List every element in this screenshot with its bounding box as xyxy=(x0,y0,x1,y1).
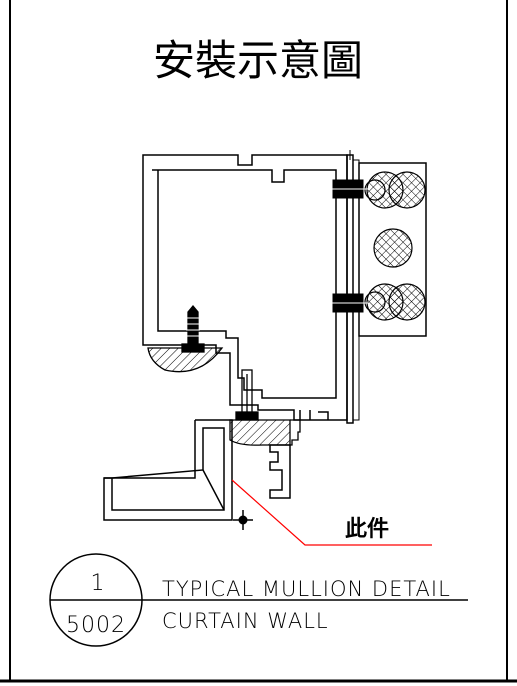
detail-tag: 1 5002 TYPICAL MULLION DETAIL CURTAIN WA… xyxy=(49,553,468,647)
callout-leader xyxy=(231,479,432,546)
bottom-channel xyxy=(269,444,291,499)
reference-marker xyxy=(233,510,253,530)
sheet-number: 5002 xyxy=(66,613,126,638)
gasket-group xyxy=(364,171,426,321)
base-bracket xyxy=(147,304,224,373)
mullion-profile xyxy=(142,154,348,421)
detail-title-line2: CURTAIN WALL xyxy=(162,609,329,633)
callout-label: 此件 xyxy=(345,517,389,542)
drawing-title: 安裝示意圖 xyxy=(153,36,363,85)
gasket-circle xyxy=(388,283,426,321)
fixing-bolts xyxy=(328,179,368,313)
detail-number: 1 xyxy=(91,571,106,596)
detail-title-line1: TYPICAL MULLION DETAIL xyxy=(162,577,451,601)
gasket-circle xyxy=(373,228,413,268)
glazing-face xyxy=(346,150,427,424)
cover-profile xyxy=(103,419,233,521)
gasket-circle xyxy=(388,171,426,209)
pressure-plate xyxy=(229,419,301,446)
